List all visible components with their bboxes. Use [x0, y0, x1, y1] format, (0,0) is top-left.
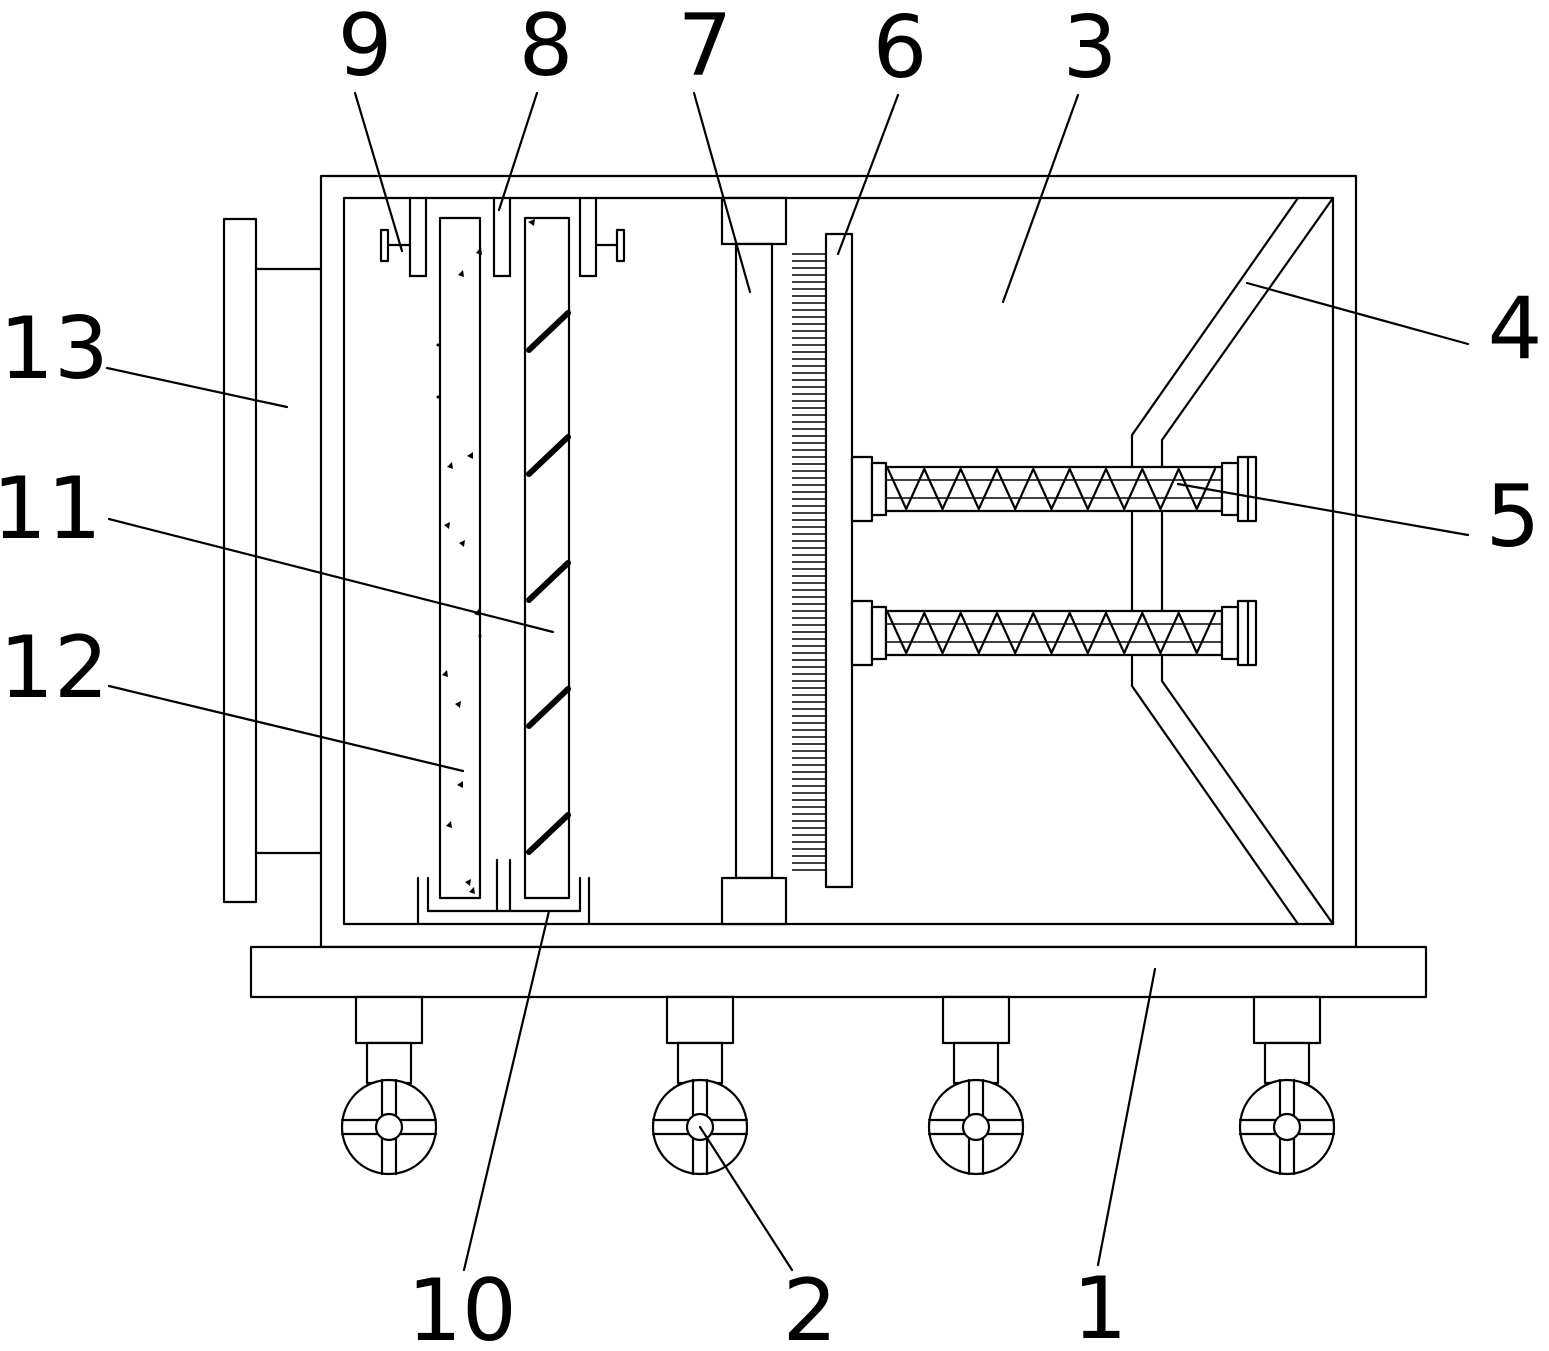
label-10: 10: [407, 1261, 516, 1351]
label-5: 5: [1486, 467, 1541, 567]
label-13: 13: [0, 299, 109, 399]
label-3: 3: [1063, 0, 1118, 98]
holder-frame: [1130, 196, 1335, 926]
wheel: [927, 995, 1025, 1176]
top-clamps: [379, 196, 626, 278]
guide-column: [720, 196, 788, 926]
label-9: 9: [338, 0, 393, 96]
label-7: 7: [678, 0, 733, 96]
base-plate: [249, 945, 1428, 999]
wheel: [651, 995, 749, 1176]
leader-lines: [105, 91, 1470, 1272]
carbon-plate: [523, 216, 571, 900]
brush-board: [792, 232, 854, 889]
label-1: 1: [1073, 1259, 1128, 1351]
label-2: 2: [783, 1261, 838, 1351]
label-6: 6: [873, 0, 928, 98]
label-12: 12: [0, 618, 109, 718]
spring-rod: [850, 455, 1258, 523]
bottom-tray: [416, 858, 591, 926]
filter-plate: [436, 216, 482, 900]
label-4: 4: [1488, 279, 1543, 379]
spring-rods: [850, 455, 1258, 667]
wheel: [340, 995, 438, 1176]
label-11: 11: [0, 459, 102, 559]
label-8: 8: [519, 0, 574, 96]
spring-rod: [850, 599, 1258, 667]
side-panel: [222, 217, 323, 904]
wheel: [1238, 995, 1336, 1176]
wheels: [340, 995, 1336, 1176]
